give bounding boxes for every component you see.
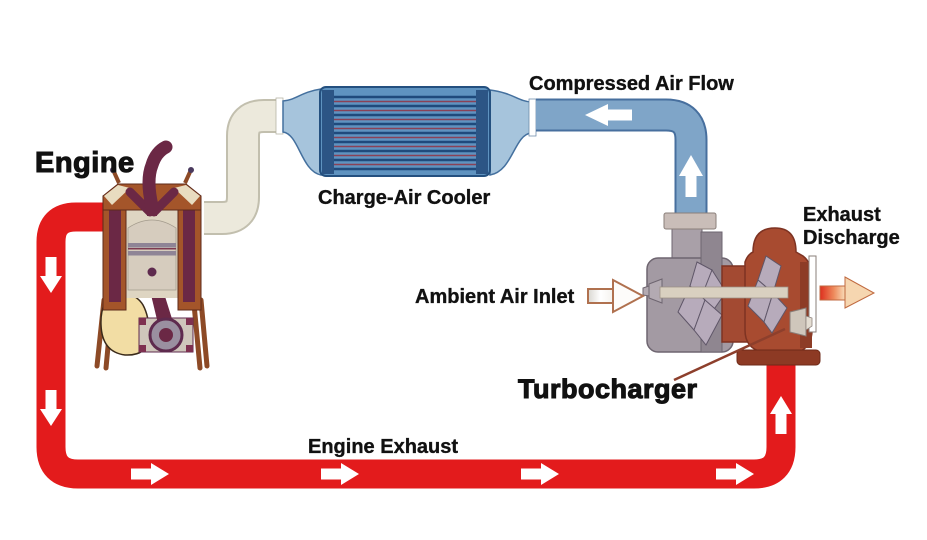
exhaust-flow-arrows bbox=[40, 257, 792, 485]
cooler-fins-red bbox=[334, 100, 476, 166]
engine-graphic bbox=[94, 140, 210, 371]
cooler-right-cap bbox=[476, 90, 488, 174]
cylinder-walls bbox=[102, 195, 202, 311]
cooler-left-funnel bbox=[282, 88, 322, 176]
flow-arrow-up-icon bbox=[679, 155, 703, 197]
flow-arrow-up-icon bbox=[770, 396, 792, 434]
flow-arrow-down-icon bbox=[40, 390, 62, 426]
compressed-air-pipe bbox=[536, 98, 708, 216]
exhaust-pipe-path bbox=[36, 202, 796, 489]
flow-arrow-right-icon bbox=[716, 463, 754, 485]
inlet-cone-step bbox=[642, 285, 650, 297]
turbo-shaft bbox=[659, 286, 789, 299]
turbocharger-graphic bbox=[642, 212, 821, 366]
cooler-left-cap bbox=[322, 90, 334, 174]
intake-runner bbox=[142, 140, 173, 213]
flow-arrow-right-icon bbox=[131, 463, 169, 485]
turbine-bottom-flange bbox=[736, 349, 821, 366]
piston bbox=[127, 219, 177, 291]
ambient-air-inlet-label: Ambient Air Inlet bbox=[415, 286, 575, 308]
compressor-top-flange bbox=[663, 212, 717, 230]
valve-stems bbox=[110, 167, 194, 184]
charge-air-cooler-label: Charge-Air Cooler bbox=[318, 187, 490, 209]
flow-arrow-down-icon bbox=[40, 257, 62, 293]
pipe-flange-gap bbox=[528, 98, 537, 137]
wrist-pin bbox=[147, 267, 157, 277]
exhaust-discharge-label-line2: Discharge bbox=[803, 227, 900, 249]
engine-label: Engine bbox=[35, 147, 135, 179]
compressed-air-arrows bbox=[585, 104, 703, 197]
flow-arrow-left-icon bbox=[585, 104, 632, 126]
charge-pipe-path bbox=[204, 101, 276, 233]
compressed-pipe-path bbox=[536, 100, 706, 216]
ambient-air-arrow-icon bbox=[587, 278, 646, 314]
engine-exhaust-label: Engine Exhaust bbox=[308, 436, 458, 458]
engine-exhaust-pipe bbox=[36, 202, 796, 489]
compressed-air-flow-label: Compressed Air Flow bbox=[529, 73, 734, 95]
flow-arrow-right-icon bbox=[321, 463, 359, 485]
flow-arrow-right-icon bbox=[521, 463, 559, 485]
inlet-cone bbox=[648, 278, 663, 304]
cooler-core bbox=[319, 86, 491, 177]
exhaust-discharge-arrow-icon bbox=[819, 276, 876, 309]
wastegate-nozzle bbox=[789, 307, 807, 337]
pipe-flange-gap bbox=[275, 97, 284, 135]
discharge-slot bbox=[808, 255, 817, 333]
charge-air-cooler-graphic bbox=[282, 86, 537, 177]
wastegate-nozzle-tip bbox=[805, 315, 813, 331]
exhaust-discharge-label-line1: Exhaust bbox=[803, 204, 881, 226]
cooler-fins-dark bbox=[334, 95, 476, 171]
turbocharger-label: Turbocharger bbox=[518, 374, 698, 404]
turbocharger-pointer-line bbox=[673, 327, 786, 382]
cooler-right-funnel bbox=[489, 89, 532, 176]
